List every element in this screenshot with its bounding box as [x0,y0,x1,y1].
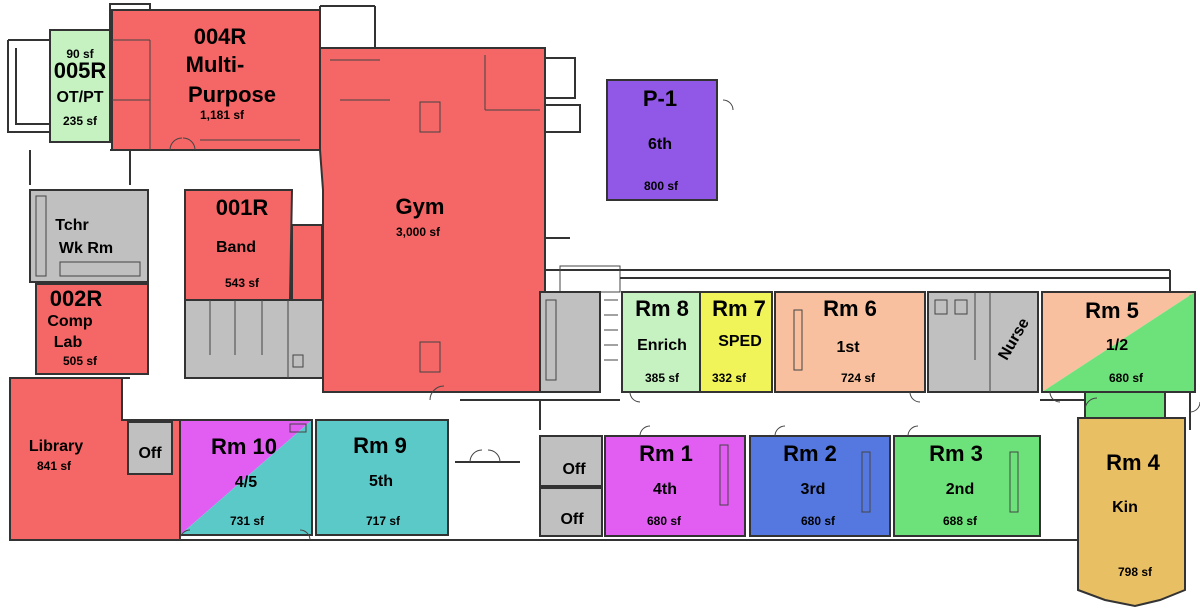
room-10-area: 731 sf [230,514,265,528]
room-4-grade: Kin [1112,499,1138,516]
room-P1-use: 6th [648,136,672,153]
room-6-grade: 1st [836,339,860,356]
room-P1[interactable]: P-1 6th 800 sf [606,79,718,201]
gym-shape [319,47,546,393]
room-004R-use-line2: Purpose [188,82,276,107]
room-002R-use-line2: Lab [54,334,83,351]
room-teacher-workroom-line1: Tchr [55,217,88,234]
room-5[interactable]: Rm 5 1/2 680 sf [1041,291,1196,393]
room-4[interactable]: Rm 4 Kin 798 sf [1077,417,1186,608]
room-4-area: 798 sf [1118,565,1153,579]
room-9-grade: 5th [369,473,393,490]
room-3-area: 688 sf [943,514,978,528]
room-005R[interactable]: 90 sf 005R OT/PT 235 sf [49,29,111,143]
room-002R-use-line1: Comp [47,313,93,330]
room-6-name: Rm 6 [823,296,877,321]
room-5-area: 680 sf [1109,371,1144,385]
room-6[interactable]: Rm 6 1st 724 sf [774,291,926,393]
room-8-area: 385 sf [645,371,680,385]
room-001R-use: Band [216,239,256,256]
room-3-grade: 2nd [946,481,974,498]
room-library-name: Library [29,438,83,455]
room-9-name: Rm 9 [353,433,407,458]
room-8-use: Enrich [637,337,687,354]
room-office-library-name: Off [138,445,162,462]
room-3-name: Rm 3 [929,441,983,466]
room-3[interactable]: Rm 3 2nd 688 sf [893,435,1041,537]
room-1[interactable]: Rm 1 4th 680 sf [604,435,746,537]
room-002R[interactable]: 002R Comp Lab 505 sf [35,283,149,375]
room-library-area: 841 sf [37,459,72,473]
room-P1-area: 800 sf [644,179,679,193]
room-6-area: 724 sf [841,371,876,385]
room-9-area: 717 sf [366,514,401,528]
room-004R-area: 1,181 sf [200,108,245,122]
room-7-use: SPED [718,333,762,350]
door-swings [169,99,1200,541]
room-10-grade: 4/5 [235,474,257,491]
entry-vestibule [1084,391,1166,419]
room-7[interactable]: Rm 7 SPED 332 sf [699,291,773,393]
room-2-grade: 3rd [801,481,826,498]
room-004R-name: 004R [194,24,247,49]
room-8[interactable]: Rm 8 Enrich 385 sf [621,291,701,393]
room-001R-area: 543 sf [225,276,260,290]
room-8-name: Rm 8 [635,296,689,321]
room-10[interactable]: Rm 10 4/5 731 sf [179,419,313,536]
room-005R-extra-area: 90 sf [66,47,94,61]
room-office-library[interactable]: Off [127,421,173,475]
room-001R-name: 001R [216,195,269,220]
room-004R[interactable]: 004R Multi- Purpose 1,181 sf [111,9,321,151]
room-5-name: Rm 5 [1085,298,1139,323]
room-1-grade: 4th [653,481,677,498]
room-gym-area: 3,000 sf [396,225,441,239]
room-office-1[interactable]: Off [539,435,603,487]
room-teacher-workroom[interactable]: Tchr Wk Rm [29,189,149,283]
restrooms-center [184,299,324,379]
room-nurse[interactable]: Nurse [927,291,1039,393]
room-office-2-name: Off [560,511,584,528]
room-10-name: Rm 10 [211,434,277,459]
room-1-name: Rm 1 [639,441,693,466]
room-1-area: 680 sf [647,514,682,528]
room-005R-area: 235 sf [63,114,98,128]
room-teacher-workroom-line2: Wk Rm [59,240,113,257]
room-gym-name: Gym [396,194,445,219]
room-002R-area: 505 sf [63,354,98,368]
room-005R-name: 005R [54,58,107,83]
room-5-grade: 1/2 [1106,337,1128,354]
room-004R-use-line1: Multi- [186,52,245,77]
room-P1-name: P-1 [643,86,677,111]
room-2[interactable]: Rm 2 3rd 680 sf [749,435,891,537]
room-office-2[interactable]: Off [539,487,603,537]
room-4-name: Rm 4 [1106,450,1161,475]
room-2-name: Rm 2 [783,441,837,466]
room-gym[interactable]: Gym 3,000 sf [330,55,540,373]
room-7-area: 332 sf [712,371,747,385]
room-9[interactable]: Rm 9 5th 717 sf [315,419,449,536]
room-7-name: Rm 7 [712,296,766,321]
room-2-area: 680 sf [801,514,836,528]
room-002R-name: 002R [50,286,103,311]
room-office-1-name: Off [562,461,586,478]
stair-core [539,291,618,393]
room-005R-use: OT/PT [56,89,103,106]
